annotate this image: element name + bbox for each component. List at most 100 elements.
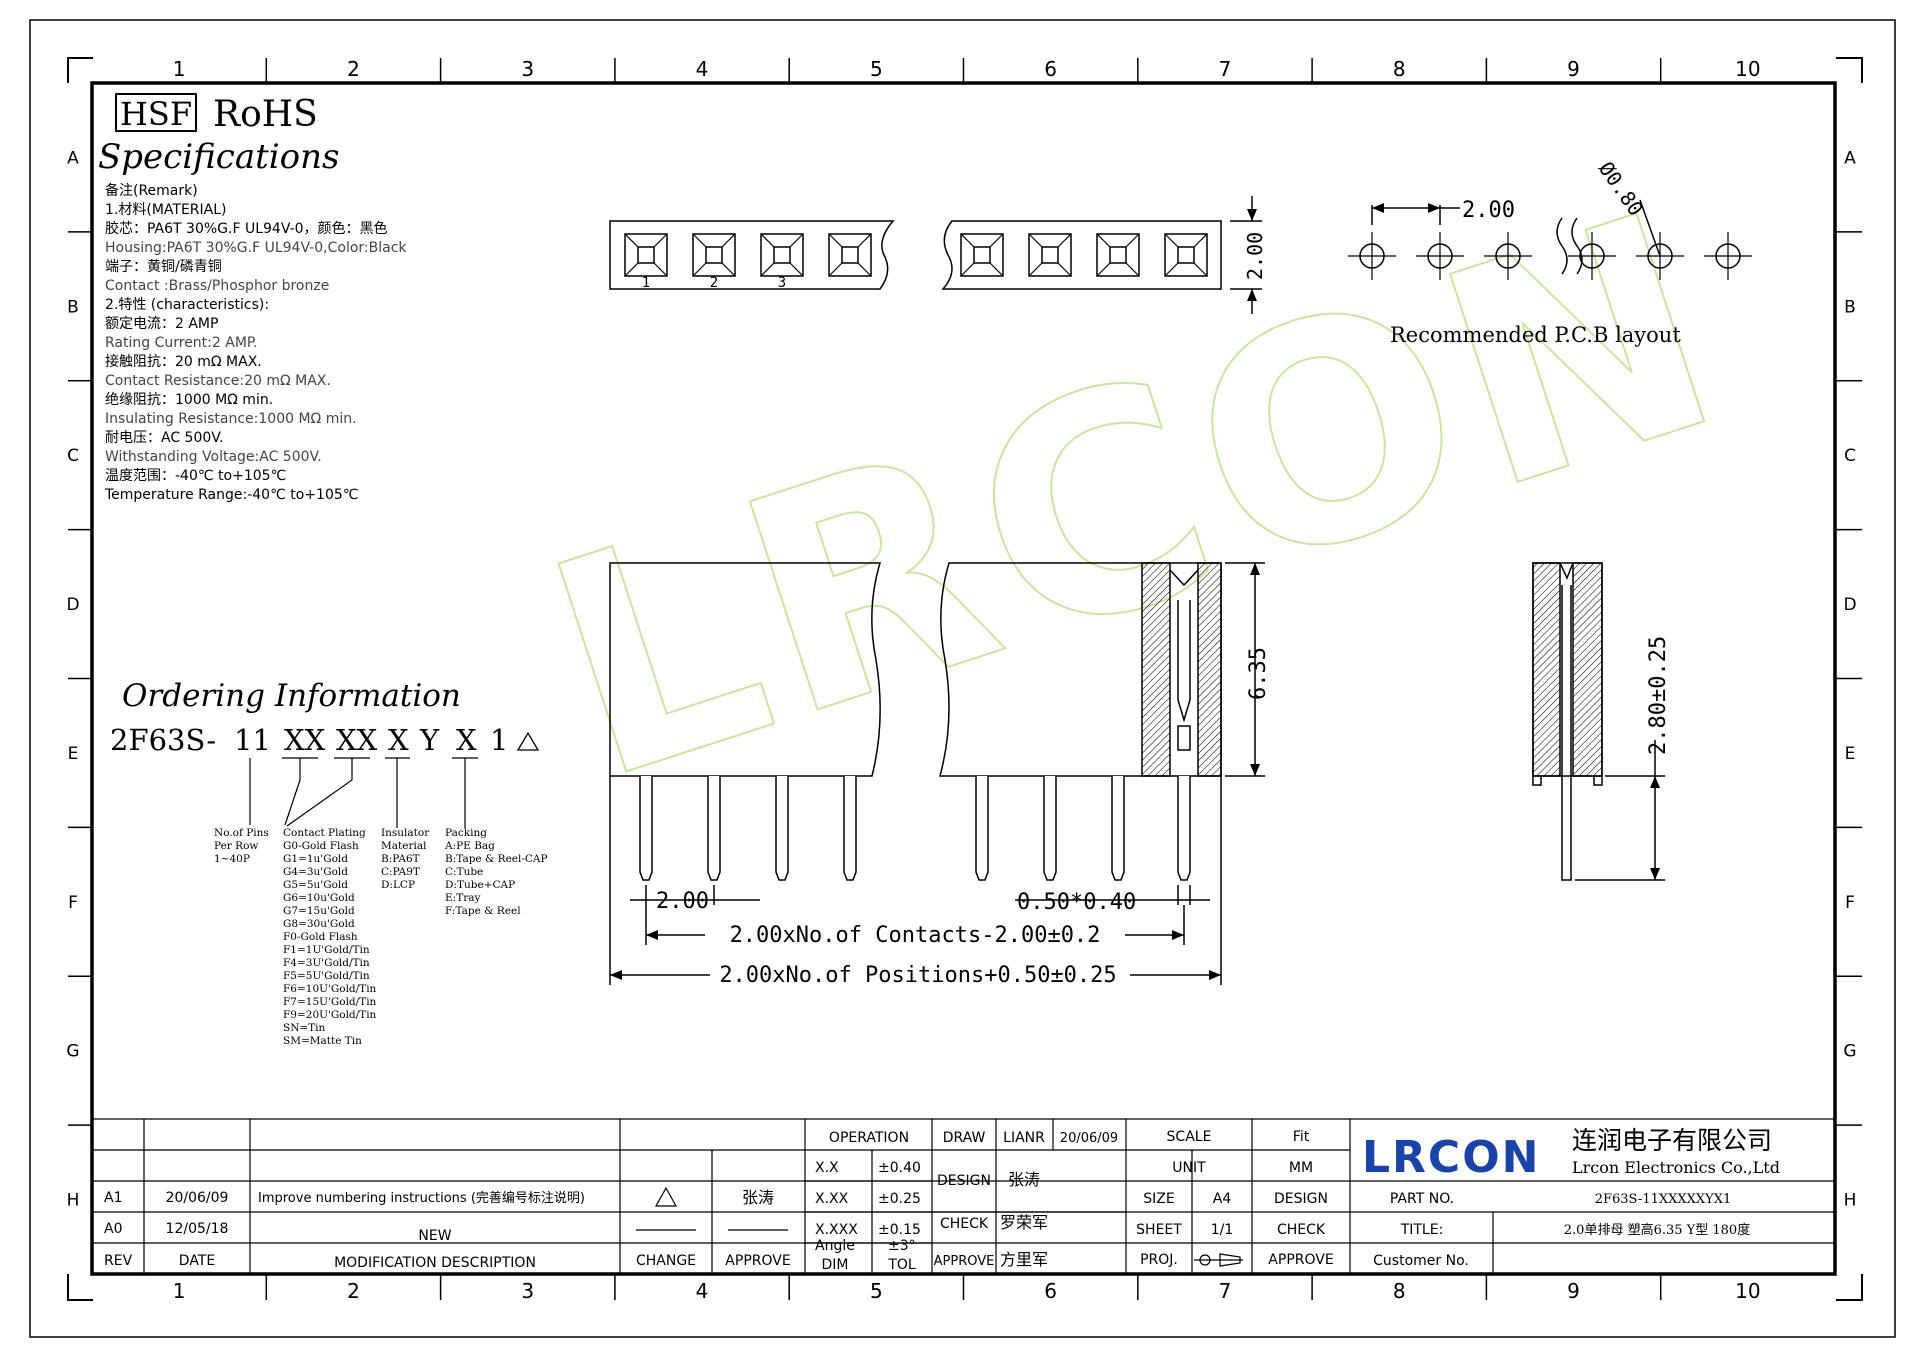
pin-label-2: 2 (710, 275, 718, 291)
desc-header: MODIFICATION DESCRIPTION (334, 1255, 536, 1271)
remark-line: Temperature Range:-40℃ to+105℃ (104, 487, 359, 503)
row-label: C (67, 446, 79, 466)
projection-icon (1194, 1253, 1243, 1267)
row-label: H (67, 1191, 80, 1211)
pin-dim-lines (1015, 885, 1210, 905)
front-view-pins (639, 776, 1191, 881)
column-label: 4 (696, 1279, 709, 1303)
part-no-label: PART NO. (1390, 1191, 1454, 1207)
pcb-hole-centerline (1416, 232, 1464, 280)
column-label: 1 (173, 1279, 186, 1303)
remark-line: 胶芯：PA6T 30%G.F UL94V-0，颜色：黑色 (105, 220, 388, 237)
design-label: DESIGN (937, 1173, 991, 1189)
column-label: 3 (521, 57, 534, 81)
tol-dim: X.XXX (815, 1222, 858, 1238)
approve-label: APPROVE (934, 1254, 995, 1269)
code-segment: Y (419, 723, 440, 757)
plating-legend-line: F1=1U'Gold/Tin (283, 944, 370, 956)
pin-cavity-chamfer (1028, 233, 1072, 277)
pcb-hole-centerline (1484, 232, 1532, 280)
pcb-pitch-dim (1371, 205, 1460, 225)
column-label: 5 (870, 57, 883, 81)
code-segment: 1 (490, 723, 508, 757)
row-label: G (1843, 1042, 1856, 1062)
plating-legend-line: F0-Gold Flash (283, 931, 358, 943)
height-dim-lines (1225, 562, 1265, 777)
unit-label: UNIT (1172, 1160, 1206, 1176)
column-label: 5 (870, 1279, 883, 1303)
pin-cavity-inner (841, 246, 859, 264)
remark-line: Withstanding Voltage:AC 500V. (105, 449, 322, 465)
column-label: 3 (521, 1279, 534, 1303)
plating-legend-line: G5=5u'Gold (283, 879, 348, 891)
ordering-title: Ordering Information (122, 678, 461, 714)
company-logo: LRCON (1362, 1132, 1540, 1183)
change-header: CHANGE (636, 1253, 696, 1269)
specifications-title: Specifications (98, 137, 339, 177)
rohs-label: RoHS (213, 94, 318, 135)
ordering-code: 2F63S- 11 XX XX X Y X 1 (110, 723, 508, 757)
pin-cavity-inner (773, 246, 791, 264)
revision-triangle-icon (516, 731, 540, 751)
plating-legend-line: G6=10u'Gold (283, 892, 355, 904)
insulator-legend-line: B:PA6T (381, 853, 420, 865)
pitch-dim-lines (630, 885, 760, 905)
pin-cavity-inner (637, 246, 655, 264)
plating-legend-line: G7=15u'Gold (283, 905, 355, 917)
front-view-left-body (609, 562, 882, 777)
row-label: B (67, 297, 79, 317)
code-segment: X (456, 723, 477, 757)
column-label: 10 (1735, 1279, 1760, 1303)
column-label: 4 (696, 57, 709, 81)
desc-a1: Improve numbering instructions (完善编号标注说明… (258, 1190, 585, 1206)
remark-line: 温度范围：-40℃ to+105℃ (105, 467, 286, 484)
positions-dim-value: 2.00xNo.of Positions+0.50±0.25 (719, 963, 1116, 988)
tol-dim: X.XX (815, 1191, 849, 1207)
row-label: F (68, 893, 78, 913)
column-label: 1 (173, 57, 186, 81)
pin-cavity (760, 233, 804, 277)
insulator-legend-line: C:PA9T (381, 866, 420, 878)
front-pin (843, 776, 857, 881)
ordering-legend: No.of Pins Per Row 1~40P Contact Plating… (214, 827, 548, 1047)
front-view-right-body (939, 562, 1222, 777)
plating-legend-line: F5=5U'Gold/Tin (283, 970, 370, 982)
date-header: DATE (179, 1253, 215, 1269)
side-view-body (1532, 562, 1603, 777)
side-tail-value: 2.80±0.25 (1646, 636, 1671, 755)
pcb-layout (1348, 199, 1752, 280)
outer-frame (29, 19, 1896, 1338)
top-view-height-dim (1230, 196, 1262, 314)
title-value: 2.0单排母 塑高6.35 Y型 180度 (1564, 1222, 1750, 1238)
side-view-contact (1559, 562, 1574, 881)
front-height-value: 6.35 (1246, 647, 1271, 700)
tail-dim-lines (1575, 740, 1665, 881)
packing-legend-line: F:Tape & Reel (445, 905, 521, 917)
pcb-break-symbol (1556, 217, 1583, 275)
remark-line: Contact Resistance:20 mΩ MAX. (105, 373, 331, 389)
contacts-dim-bg (705, 920, 1125, 948)
pin-label-3: 3 (778, 275, 786, 291)
title-block-grid (92, 1118, 1835, 1274)
title-label: TITLE: (1400, 1222, 1444, 1238)
pin-label-1: 1 (642, 275, 650, 291)
row-label: C (1844, 446, 1856, 466)
front-pin (1177, 776, 1191, 881)
title-block-text: A1 20/06/09 Improve numbering instructio… (104, 1126, 1780, 1273)
column-label: 2 (347, 57, 360, 81)
row-label: D (1843, 595, 1856, 615)
row-label: B (1844, 297, 1856, 317)
pin-cavity (828, 233, 872, 277)
row-label: A (67, 148, 79, 168)
plating-legend-line: Contact Plating (283, 827, 366, 839)
pin-cavity-inner (973, 246, 991, 264)
side-view-feet (1532, 776, 1603, 786)
pin-cavity-chamfer (960, 233, 1004, 277)
draw-label: DRAW (943, 1130, 986, 1146)
customer-no-label: Customer No. (1373, 1253, 1469, 1269)
column-label: 6 (1044, 57, 1057, 81)
front-pitch-value: 2.00 (656, 889, 709, 914)
tol-label: TOL (887, 1257, 916, 1273)
